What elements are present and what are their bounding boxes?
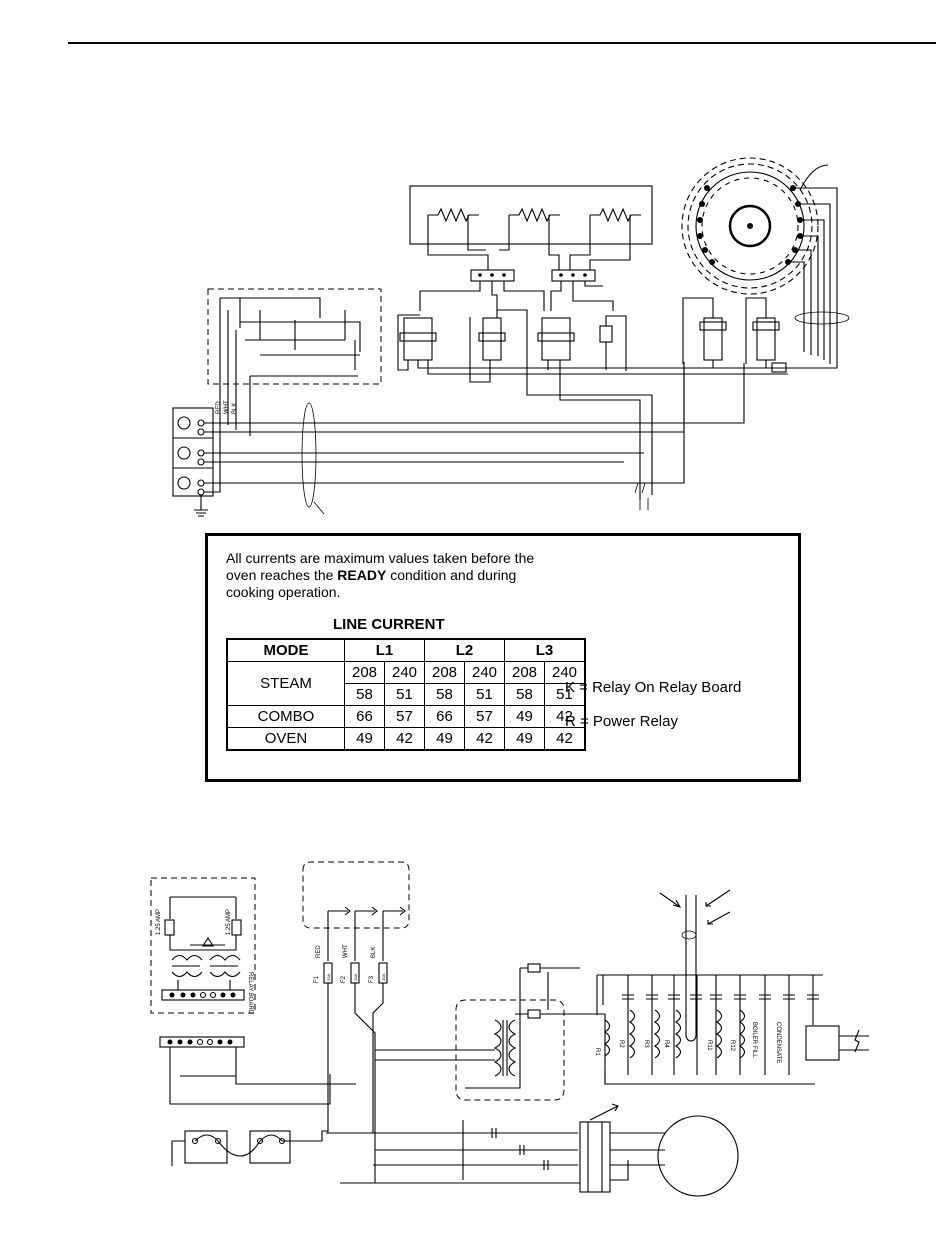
amp-label-left: 1.25 AMP	[156, 909, 162, 935]
thermostat-box	[207, 288, 382, 436]
fuse-f1: F1	[314, 975, 320, 983]
wire-label-wht: WHT	[224, 400, 230, 414]
motor-section	[171, 1103, 739, 1197]
boiler-fill-label: BOILER FILL	[751, 1022, 757, 1058]
line-current-panel: All currents are maximum values taken be…	[205, 533, 801, 782]
info-line-2-post: condition and during	[386, 567, 517, 583]
line-current-title: LINE CURRENT	[333, 616, 445, 633]
relay-r3: R3	[643, 1040, 649, 1048]
relay-r11: R11	[706, 1040, 712, 1051]
wire-blk: BLK	[371, 947, 377, 958]
value-cell: 49	[504, 727, 545, 751]
info-note: All currents are maximum values taken be…	[226, 550, 566, 601]
value-cell: 66	[344, 705, 385, 728]
relay-r1: R1	[594, 1048, 600, 1056]
legend-r: R = Power Relay	[565, 713, 678, 730]
relay-r2: R2	[618, 1040, 624, 1048]
relay-coils	[465, 963, 869, 1089]
voltage-cell: 240	[464, 661, 505, 684]
value-cell: 57	[384, 705, 425, 728]
relay-r4: R4	[663, 1040, 669, 1048]
relay-board-box	[150, 877, 256, 1014]
header-l3: L3	[504, 638, 586, 662]
info-line-2: oven reaches the READY condition and dur…	[226, 567, 566, 584]
connector-strip	[159, 1036, 356, 1105]
heater-element-box	[409, 185, 653, 270]
info-ready: READY	[337, 567, 387, 583]
table-row: STEAM 208 240 208 240 208 240	[226, 661, 586, 706]
relay-board-label: RELAY BOARD	[247, 972, 253, 1015]
mode-steam: STEAM	[226, 661, 345, 706]
line-current-table: MODE L1 L2 L3 STEAM 208 240 208 240 208 …	[226, 638, 586, 751]
wire-label-red: RED	[216, 401, 222, 414]
terminal-strip	[172, 362, 745, 517]
info-line-3: cooking operation.	[226, 584, 341, 600]
table-row: COMBO 66 57 66 57 49 42	[226, 705, 586, 728]
table-row: OVEN 49 42 49 42 49 42	[226, 727, 586, 751]
header-mode: MODE	[226, 638, 345, 662]
value-cell: 42	[464, 727, 505, 751]
info-line-1: All currents are maximum values taken be…	[226, 550, 535, 566]
info-line-2-pre: oven reaches the	[226, 567, 338, 583]
mode-oven: OVEN	[226, 727, 345, 751]
header-rule	[68, 42, 936, 44]
value-cell: 51	[384, 683, 425, 706]
relay-r12: R12	[729, 1040, 735, 1052]
fuse-f3: F3	[369, 975, 375, 983]
power-relays	[397, 297, 836, 500]
fuse-rating-1: 20A	[326, 974, 331, 981]
condensate-label: CONDENSATE	[775, 1022, 781, 1063]
value-cell: 57	[464, 705, 505, 728]
value-cell: 49	[504, 705, 545, 728]
sensor-cable	[659, 889, 731, 1042]
supply-box	[302, 861, 410, 1183]
voltage-cell: 240	[544, 661, 586, 684]
legend-k: K = Relay On Relay Board	[565, 679, 742, 696]
fuse-rating-2: 20A	[353, 974, 358, 981]
fan-motor-stator	[681, 157, 850, 369]
value-cell: 49	[344, 727, 385, 751]
amp-label-right: 1.25 AMP	[226, 909, 232, 935]
mode-combo: COMBO	[226, 705, 345, 728]
terminal-blocks	[419, 269, 614, 311]
value-cell: 42	[384, 727, 425, 751]
top-wiring-diagram: RED WHT BLK	[172, 157, 850, 517]
value-cell: 42	[544, 705, 586, 728]
transformer-box	[375, 999, 606, 1101]
value-cell: 42	[544, 727, 586, 751]
value-cell: 51	[544, 683, 586, 706]
wire-red: RED	[316, 945, 322, 958]
wire-label-blk: BLK	[232, 403, 238, 414]
wire-wht: WHT	[343, 944, 349, 958]
table-header-row: MODE L1 L2 L3	[226, 638, 586, 662]
fuse-f2: F2	[341, 975, 347, 983]
fuse-rating-3: 20A	[381, 974, 386, 981]
